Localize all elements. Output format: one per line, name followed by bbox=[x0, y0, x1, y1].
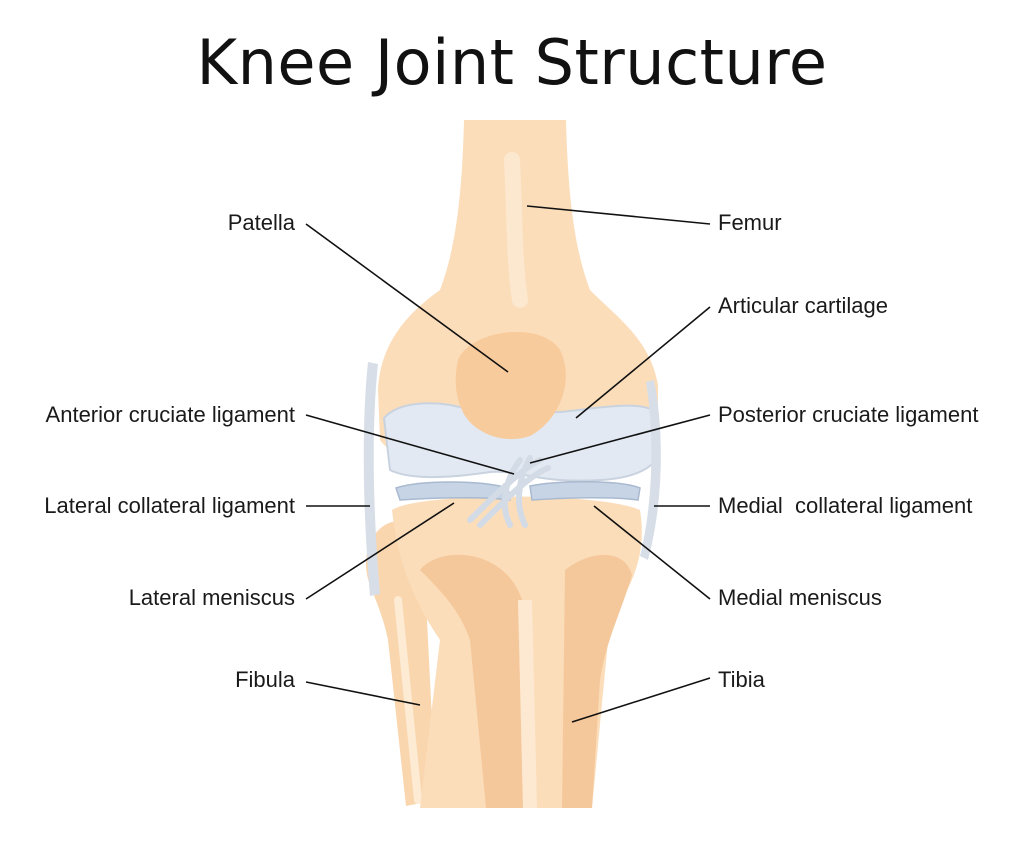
lateral-meniscus-shape bbox=[395, 481, 511, 501]
label-anterior-cruciate-ligament: Anterior cruciate ligament bbox=[45, 402, 295, 427]
patella-bone bbox=[455, 331, 566, 440]
leader-posterior-cruciate bbox=[529, 414, 711, 464]
label-articular-cartilage: Articular cartilage bbox=[718, 293, 888, 318]
leader-articular-cartilage bbox=[575, 306, 711, 419]
label-tibia: Tibia bbox=[718, 667, 765, 692]
tibia-shadow-right bbox=[562, 554, 632, 808]
femur-shaft-highlight bbox=[504, 152, 528, 308]
leader-fibula bbox=[305, 681, 421, 706]
leader-patella bbox=[305, 223, 509, 373]
label-patella: Patella bbox=[227, 210, 295, 235]
tibia-highlight bbox=[518, 599, 537, 809]
leader-tibia bbox=[571, 677, 711, 723]
medial-meniscus-shape bbox=[529, 480, 641, 501]
medial-collateral-ligament-shape bbox=[640, 380, 661, 560]
label-femur: Femur bbox=[718, 210, 782, 235]
leader-lateral-meniscus bbox=[305, 502, 455, 600]
leader-anterior-cruciate bbox=[305, 414, 515, 475]
label-medial-meniscus: Medial meniscus bbox=[718, 585, 882, 610]
tibia-shadow-left bbox=[420, 554, 526, 808]
lateral-collateral-ligament-shape bbox=[363, 362, 380, 596]
label-posterior-cruciate-ligament: Posterior cruciate ligament bbox=[718, 402, 979, 427]
label-medial-collateral-ligament: Medial collateral ligament bbox=[718, 493, 973, 518]
fibula-highlight bbox=[394, 596, 422, 804]
leader-medial-meniscus bbox=[593, 505, 711, 600]
label-lateral-meniscus: Lateral meniscus bbox=[128, 585, 295, 610]
label-lateral-collateral-ligament: Lateral collateral ligament bbox=[44, 493, 295, 518]
diagram-title: Knee Joint Structure bbox=[196, 26, 828, 99]
label-fibula: Fibula bbox=[235, 667, 295, 692]
cruciate-ligaments bbox=[467, 455, 551, 528]
leader-femur bbox=[526, 205, 711, 225]
